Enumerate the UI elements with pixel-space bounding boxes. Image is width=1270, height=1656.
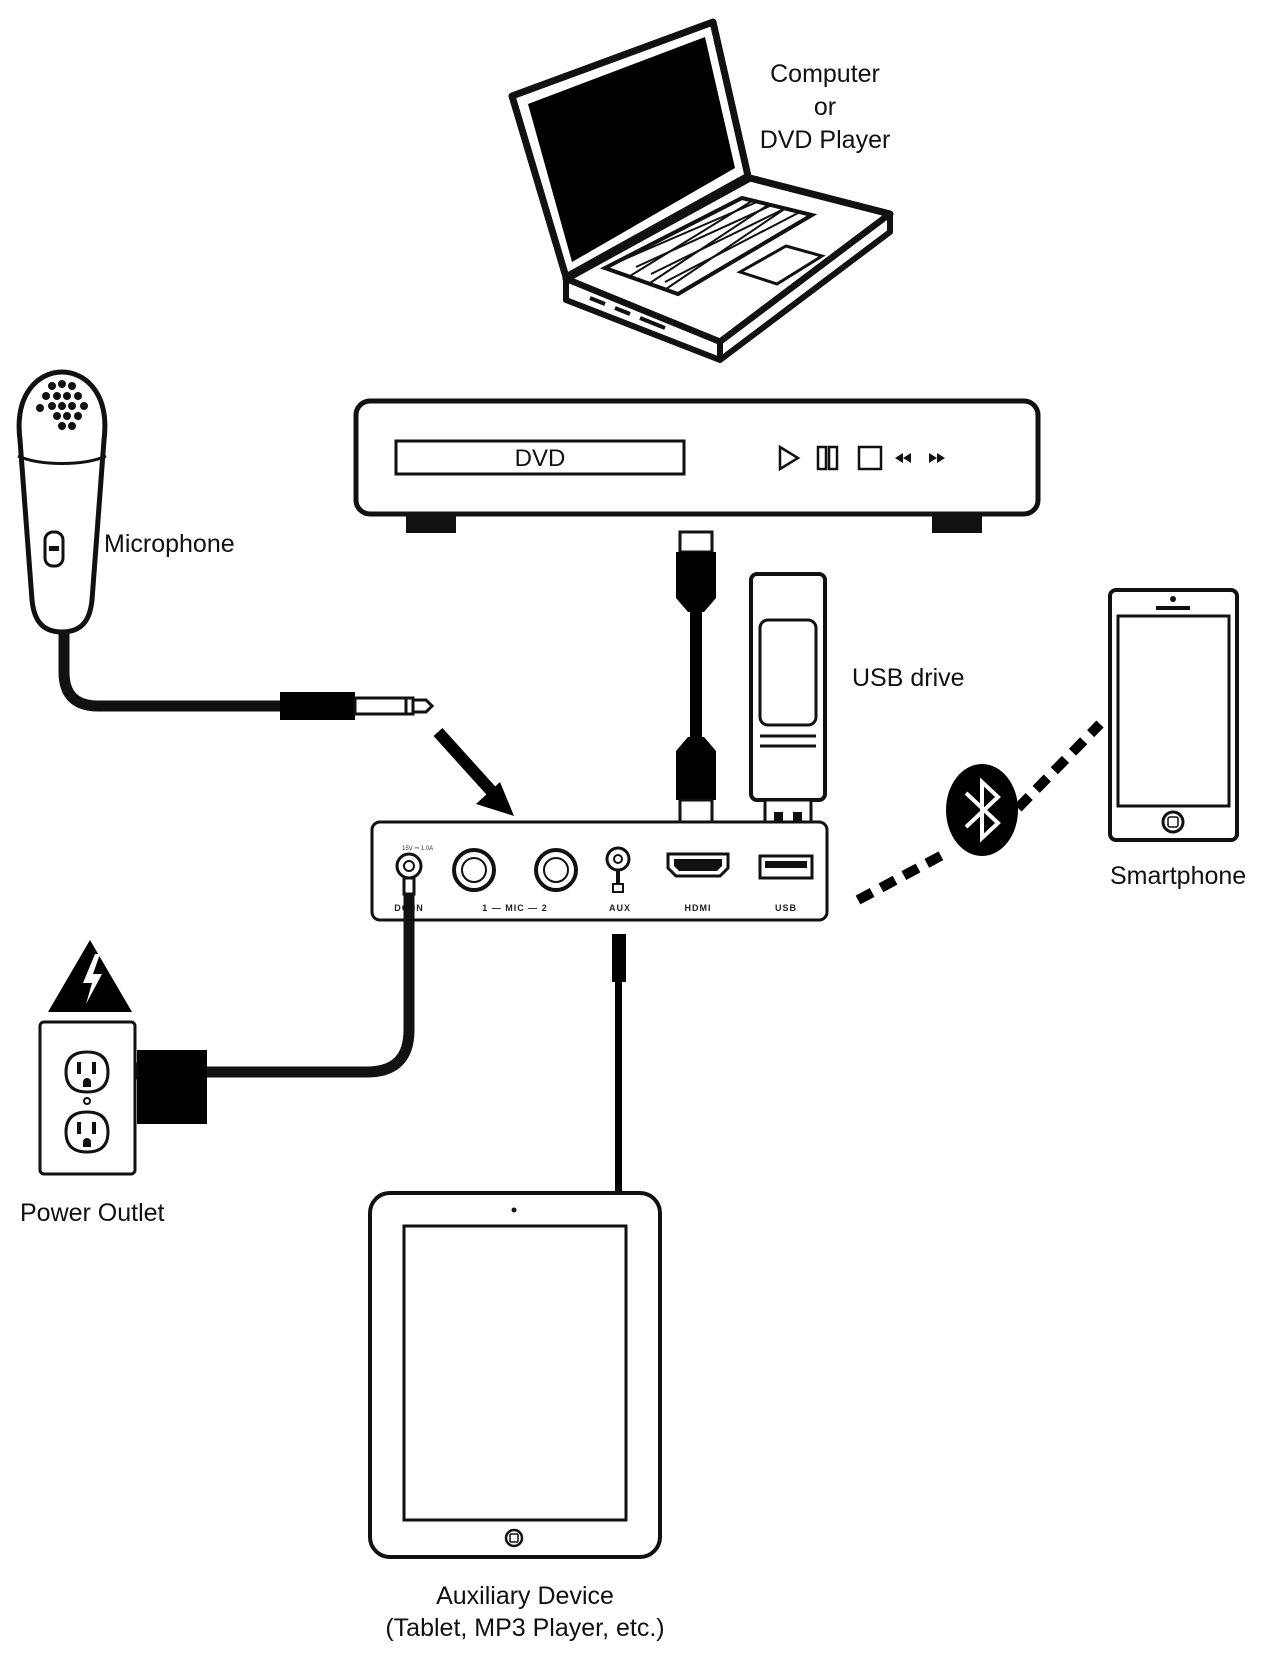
usb-drive-label: USB drive [852,664,965,692]
dvd-player-icon: DVD [353,398,1041,533]
mic-1-port [452,848,496,892]
smartphone-icon [1108,588,1239,842]
aux-label: AUX [609,903,631,913]
fast-forward-icon [929,453,945,463]
computer-label: Computer or DVD Player [759,60,891,154]
power-cable [105,876,416,1124]
unit-rear-panel: 15V ⎓ 1.0A DC IN [370,820,829,922]
play-icon [778,444,801,472]
microphone-label: Microphone [104,530,235,558]
microphone-icon [16,369,108,635]
hdmi-port [666,852,730,878]
mic-label: 1 — MIC — 2 [482,903,548,913]
usb-port [758,854,814,880]
dc-in-port [395,852,423,880]
warning-icon [48,940,132,1012]
hdmi-label: HDMI [685,903,712,913]
rewind-icon [895,453,911,463]
mic-2-port [534,848,578,892]
power-outlet-icon [38,1020,137,1176]
bluetooth-icon [946,764,1018,856]
tablet-icon [368,1191,662,1559]
power-outlet-label: Power Outlet [20,1199,165,1227]
smartphone-label: Smartphone [1110,862,1247,890]
dvd-display-text: DVD [515,445,566,472]
microphone-cable [58,634,435,720]
aux-port [605,846,631,872]
auxiliary-device-label: Auxiliary Device (Tablet, MP3 Player, et… [385,1582,665,1642]
arrow-icon [433,727,514,816]
bluetooth-link [855,720,1104,905]
stop-icon [857,445,883,471]
laptop-icon [508,18,894,363]
usb-label: USB [775,903,797,913]
pause-icon [816,445,839,471]
usb-drive-icon [749,572,827,840]
power-rating-text: 15V ⎓ 1.0A [402,846,433,852]
hdmi-cable [676,530,716,834]
aux-cable [612,870,626,1192]
